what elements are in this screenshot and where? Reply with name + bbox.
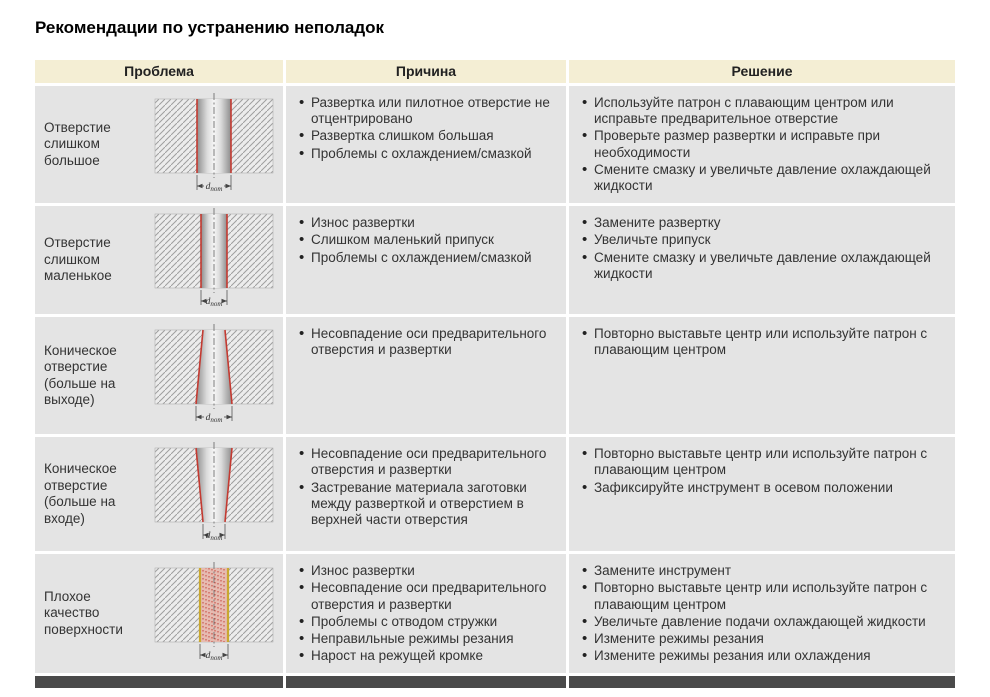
cause-cell: Износ разверткиНесовпадение оси предвари… — [286, 554, 566, 674]
hole-cross-section-diagram: dnom — [150, 206, 283, 314]
cause-item: Износ развертки — [298, 214, 558, 232]
solution-item: Измените режимы резания или охлаждения — [581, 647, 947, 665]
hole-cross-section-diagram: dnom — [150, 440, 283, 548]
cause-item: Застревание материала заготовки между ра… — [298, 479, 558, 529]
solution-list: Повторно выставьте центр или используйте… — [569, 317, 955, 367]
cause-list: Несовпадение оси предварительного отверс… — [286, 437, 566, 537]
cause-item: Развертка слишком большая — [298, 127, 558, 145]
solution-list: Повторно выставьте центр или используйте… — [569, 437, 955, 505]
problem-label: Отверстие слишком большое — [44, 119, 111, 168]
solution-item: Смените смазку и увеличьте давление охла… — [581, 248, 947, 282]
solution-item: Проверьте размер развертки и исправьте п… — [581, 127, 947, 160]
cause-cell: Несовпадение оси предварительного отверс… — [286, 317, 566, 435]
solution-cell: Замените инструментПовторно выставьте це… — [569, 554, 955, 674]
solution-item: Смените смазку и увеличьте давление охла… — [581, 161, 947, 194]
cause-item: Несовпадение оси предварительного отверс… — [298, 445, 558, 478]
footer-bar-segment — [35, 676, 283, 689]
hole-cross-section-diagram: dnom — [150, 322, 283, 430]
cause-cell: Развертка или пилотное отверстие не отце… — [286, 86, 566, 204]
cause-item: Нарост на режущей кромке — [298, 647, 558, 665]
svg-text:dnom: dnom — [205, 297, 222, 308]
table-body: Отверстие слишком большое dnom Развертка… — [35, 86, 955, 674]
header-problem: Проблема — [35, 60, 283, 83]
cause-list: Износ разверткиНесовпадение оси предвари… — [286, 554, 566, 673]
solution-list: Замените инструментПовторно выставьте це… — [569, 554, 955, 673]
table-footer-bar — [35, 676, 955, 689]
cause-item: Несовпадение оси предварительного отверс… — [298, 579, 558, 612]
cause-cell: Износ разверткиСлишком маленький припуск… — [286, 206, 566, 315]
cause-item: Развертка или пилотное отверстие не отце… — [298, 94, 558, 127]
cause-list: Износ разверткиСлишком маленький припуск… — [286, 206, 566, 275]
solution-item: Увеличьте припуск — [581, 231, 947, 249]
solution-cell: Повторно выставьте центр или используйте… — [569, 317, 955, 435]
solution-item: Увеличьте давление подачи охлаждающей жи… — [581, 613, 947, 631]
cause-item: Проблемы с охлаждением/смазкой — [298, 145, 558, 163]
page-title: Рекомендации по устранению неполадок — [35, 18, 385, 37]
problem-label: Коническое отверстие (больше на выходе) — [44, 342, 117, 408]
problem-cell: Отверстие слишком большое dnom — [35, 86, 283, 204]
troubleshooting-table: Проблема Причина Решение Отверстие слишк… — [35, 60, 955, 689]
solution-cell: Повторно выставьте центр или используйте… — [569, 437, 955, 552]
problem-cell: Коническое отверстие (больше на выходе) … — [35, 317, 283, 435]
solution-cell: Используйте патрон с плавающим центром и… — [569, 86, 955, 204]
solution-item: Измените режимы резания — [581, 630, 947, 648]
footer-bar-segment — [286, 676, 566, 689]
table-row: Плохое качество поверхности dnom Износ р… — [35, 554, 955, 674]
header-solution: Решение — [569, 60, 955, 83]
solution-item: Используйте патрон с плавающим центром и… — [581, 94, 947, 127]
hole-cross-section-svg: dnom — [154, 323, 273, 424]
table-row: Коническое отверстие (больше на выходе) … — [35, 317, 955, 435]
header-cause: Причина — [286, 60, 566, 83]
table-row: Отверстие слишком большое dnom Развертка… — [35, 86, 955, 204]
solution-item: Замените инструмент — [581, 562, 947, 580]
problem-cell: Коническое отверстие (больше на входе) d… — [35, 437, 283, 552]
solution-cell: Замените разверткуУвеличьте припускСмени… — [569, 206, 955, 315]
solution-item: Замените развертку — [581, 214, 947, 232]
hole-cross-section-svg: dnom — [154, 561, 273, 662]
problem-cell: Отверстие слишком маленькое dnom — [35, 206, 283, 315]
footer-bar-segment — [569, 676, 955, 689]
svg-text:dnom: dnom — [205, 531, 222, 542]
problem-cell: Плохое качество поверхности dnom — [35, 554, 283, 674]
table-row: Коническое отверстие (больше на входе) d… — [35, 437, 955, 552]
svg-text:dnom: dnom — [205, 182, 222, 193]
hole-cross-section-svg: dnom — [154, 208, 273, 308]
cause-item: Проблемы с охлаждением/смазкой — [298, 248, 558, 266]
solution-list: Замените разверткуУвеличьте припускСмени… — [569, 206, 955, 291]
problem-label: Плохое качество поверхности — [44, 588, 123, 637]
solution-item: Повторно выставьте центр или используйте… — [581, 445, 947, 478]
svg-text:dnom: dnom — [205, 651, 222, 662]
hole-cross-section-diagram: dnom — [150, 91, 283, 199]
cause-item: Проблемы с отводом стружки — [298, 613, 558, 631]
cause-list: Развертка или пилотное отверстие не отце… — [286, 86, 566, 171]
cause-cell: Несовпадение оси предварительного отверс… — [286, 437, 566, 552]
cause-item: Неправильные режимы резания — [298, 630, 558, 648]
cause-item: Износ развертки — [298, 562, 558, 580]
problem-label: Отверстие слишком маленькое — [44, 235, 112, 284]
table-header-row: Проблема Причина Решение — [35, 60, 955, 83]
cause-list: Несовпадение оси предварительного отверс… — [286, 317, 566, 367]
solution-item: Повторно выставьте центр или используйте… — [581, 579, 947, 612]
hole-cross-section-svg: dnom — [154, 92, 273, 193]
problem-label: Коническое отверстие (больше на входе) — [44, 461, 117, 526]
hole-cross-section-diagram: dnom — [150, 560, 283, 668]
solution-list: Используйте патрон с плавающим центром и… — [569, 86, 955, 203]
solution-item: Зафиксируйте инструмент в осевом положен… — [581, 478, 947, 496]
cause-item: Несовпадение оси предварительного отверс… — [298, 325, 558, 358]
solution-item: Повторно выставьте центр или используйте… — [581, 325, 947, 358]
hole-cross-section-svg: dnom — [154, 442, 273, 542]
svg-text:dnom: dnom — [205, 413, 222, 424]
table-row: Отверстие слишком маленькое dnom Износ р… — [35, 206, 955, 315]
cause-item: Слишком маленький припуск — [298, 231, 558, 249]
